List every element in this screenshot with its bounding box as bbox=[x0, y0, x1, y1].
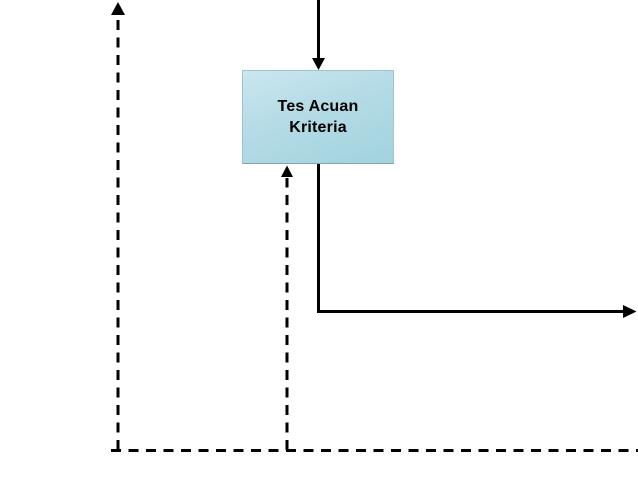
arrowhead-up-middle-icon bbox=[281, 165, 293, 177]
arrowhead-up-left-icon bbox=[111, 2, 125, 15]
arrowhead-down-icon bbox=[312, 58, 325, 70]
node-tes-acuan-kriteria: Tes Acuan Kriteria bbox=[242, 70, 394, 164]
node-label: Tes Acuan Kriteria bbox=[277, 98, 359, 136]
arrowhead-right-icon bbox=[623, 305, 637, 318]
connector-elbow-right bbox=[317, 164, 623, 313]
